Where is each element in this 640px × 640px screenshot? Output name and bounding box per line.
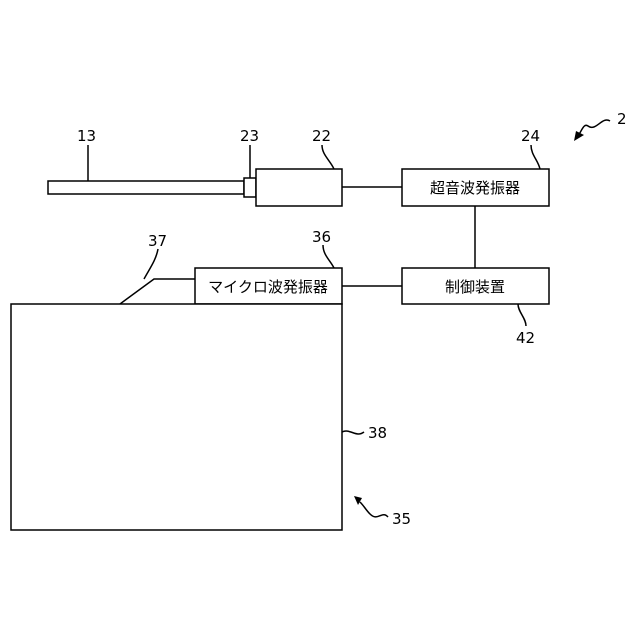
transducer — [256, 169, 342, 206]
ref-2-leader — [578, 120, 610, 136]
rod — [48, 181, 244, 194]
ref-label-36: 36 — [312, 228, 331, 246]
controller-label: 制御装置 — [445, 278, 505, 296]
ref-24-leader — [531, 145, 540, 169]
ref-label-13: 13 — [77, 127, 96, 145]
ref-label-37: 37 — [148, 232, 167, 250]
ultrasonic-generator-label: 超音波発振器 — [430, 179, 520, 197]
ref-22-leader — [322, 145, 334, 169]
ref-label-2: 2 — [617, 110, 627, 128]
ref-42-leader — [518, 304, 526, 326]
waveguide-horn — [120, 279, 195, 304]
ref-label-42: 42 — [516, 329, 535, 347]
ref-label-38: 38 — [368, 424, 387, 442]
ref-37-leader — [144, 249, 158, 279]
ref-label-35: 35 — [392, 510, 411, 528]
ref-38-leader — [342, 431, 364, 434]
ref-label-24: 24 — [521, 127, 540, 145]
ref-2-arrowhead — [574, 131, 584, 141]
microwave-generator-label: マイクロ波発振器 — [208, 278, 328, 296]
ref-35-leader — [360, 502, 388, 517]
connector — [244, 178, 256, 197]
ref-label-23: 23 — [240, 127, 259, 145]
chamber-box — [11, 304, 342, 530]
ref-36-leader — [323, 245, 334, 268]
ref-label-22: 22 — [312, 127, 331, 145]
